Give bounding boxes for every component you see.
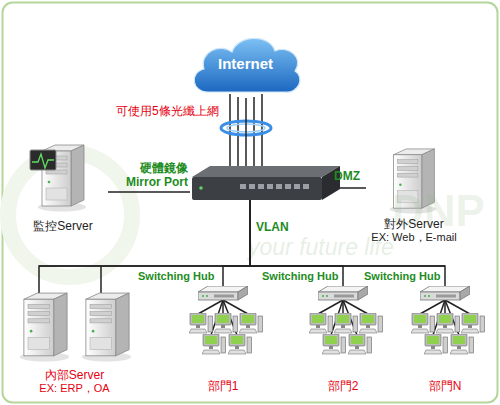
node-label: 內部Server <box>45 369 104 383</box>
cloud-outline <box>194 38 300 92</box>
node-label: Switching Hub <box>364 270 440 283</box>
department-group: 部門N <box>400 313 490 394</box>
node-label: EX: Web，E-mail <box>371 231 456 244</box>
node-label: 監控Server <box>33 220 92 234</box>
fiber-link <box>245 98 247 166</box>
hub-link <box>342 302 344 313</box>
router-port <box>258 184 264 189</box>
server-icon <box>82 293 131 361</box>
pc-icon <box>461 313 485 333</box>
router-port <box>294 184 300 189</box>
frame-border <box>3 3 498 403</box>
router-top <box>192 166 340 177</box>
vlan-label: VLAN <box>256 221 289 235</box>
vlan-link <box>223 200 250 270</box>
pc-icon <box>334 313 358 333</box>
hub-drop <box>222 270 224 288</box>
mirror-link <box>108 191 190 193</box>
internal-server: 內部ServerEX: ERP，OA <box>12 285 137 395</box>
router-box <box>190 166 340 200</box>
router-port <box>267 184 273 189</box>
pc-icon <box>309 313 333 333</box>
monitor-screen <box>30 150 56 170</box>
pc-icon <box>359 313 383 333</box>
vlan-bus <box>39 265 445 267</box>
waveform <box>32 154 54 168</box>
router-port <box>285 184 291 189</box>
router-port <box>303 184 309 189</box>
hub-link <box>444 302 446 313</box>
department-group: 部門1 <box>178 313 268 394</box>
node-label: Switching Hub <box>262 270 338 283</box>
router-port <box>249 184 255 189</box>
switch-icon <box>420 286 470 300</box>
hub-drop <box>444 270 446 288</box>
pc-icon <box>189 313 213 333</box>
node-label: Switching Hub <box>138 270 214 283</box>
node-label: EX: ERP，OA <box>39 382 109 395</box>
dmz-link <box>340 187 366 189</box>
fiber-ring <box>221 121 271 135</box>
node-label: 部門1 <box>208 380 239 394</box>
node-label: 部門2 <box>328 380 359 394</box>
department-group: 部門2 <box>298 313 388 394</box>
node-label: 對外Server <box>384 218 443 232</box>
hub-link <box>222 302 224 313</box>
fiber-lines <box>230 94 262 166</box>
pc-icon <box>239 313 263 333</box>
switching-hub: Switching Hub <box>364 270 472 302</box>
router-symbol <box>192 166 340 200</box>
internet-cloud: Internet <box>188 30 303 98</box>
switching-hub: Switching Hub <box>138 270 250 302</box>
hub-drop <box>342 270 344 288</box>
pc-icon <box>436 313 460 333</box>
node-label: Internet <box>218 55 273 72</box>
router-led <box>199 186 203 190</box>
fiber-ring <box>227 124 265 132</box>
switch-icon <box>198 286 248 300</box>
monitor-server: 監控Server <box>18 140 108 234</box>
edge-label: 可使用5條光纖上網 <box>116 105 228 119</box>
pc-wire <box>223 300 248 314</box>
pc-icon <box>424 334 448 354</box>
pc-icon <box>348 334 372 354</box>
pc-wire <box>343 300 368 314</box>
switching-hub: Switching Hub <box>262 270 365 302</box>
router-port <box>276 184 282 189</box>
pc-wire <box>445 300 470 314</box>
pc-icon <box>322 334 346 354</box>
pc-icon <box>411 313 435 333</box>
router-port <box>240 184 246 189</box>
pc-icon <box>228 334 252 354</box>
router-front <box>192 177 322 200</box>
node-label: 部門N <box>429 380 462 394</box>
server-icon <box>20 293 69 361</box>
screen <box>30 150 56 170</box>
switch-icon <box>318 286 368 300</box>
pc-icon <box>450 334 474 354</box>
edge-label: 硬體鏡像 Mirror Port <box>114 162 188 190</box>
pc-icon <box>214 313 238 333</box>
pc-icon <box>202 334 226 354</box>
vlan-link <box>39 200 250 285</box>
external-server: 對外ServerEX: Web，E-mail <box>366 144 462 244</box>
edge-label: DMZ <box>334 170 374 184</box>
